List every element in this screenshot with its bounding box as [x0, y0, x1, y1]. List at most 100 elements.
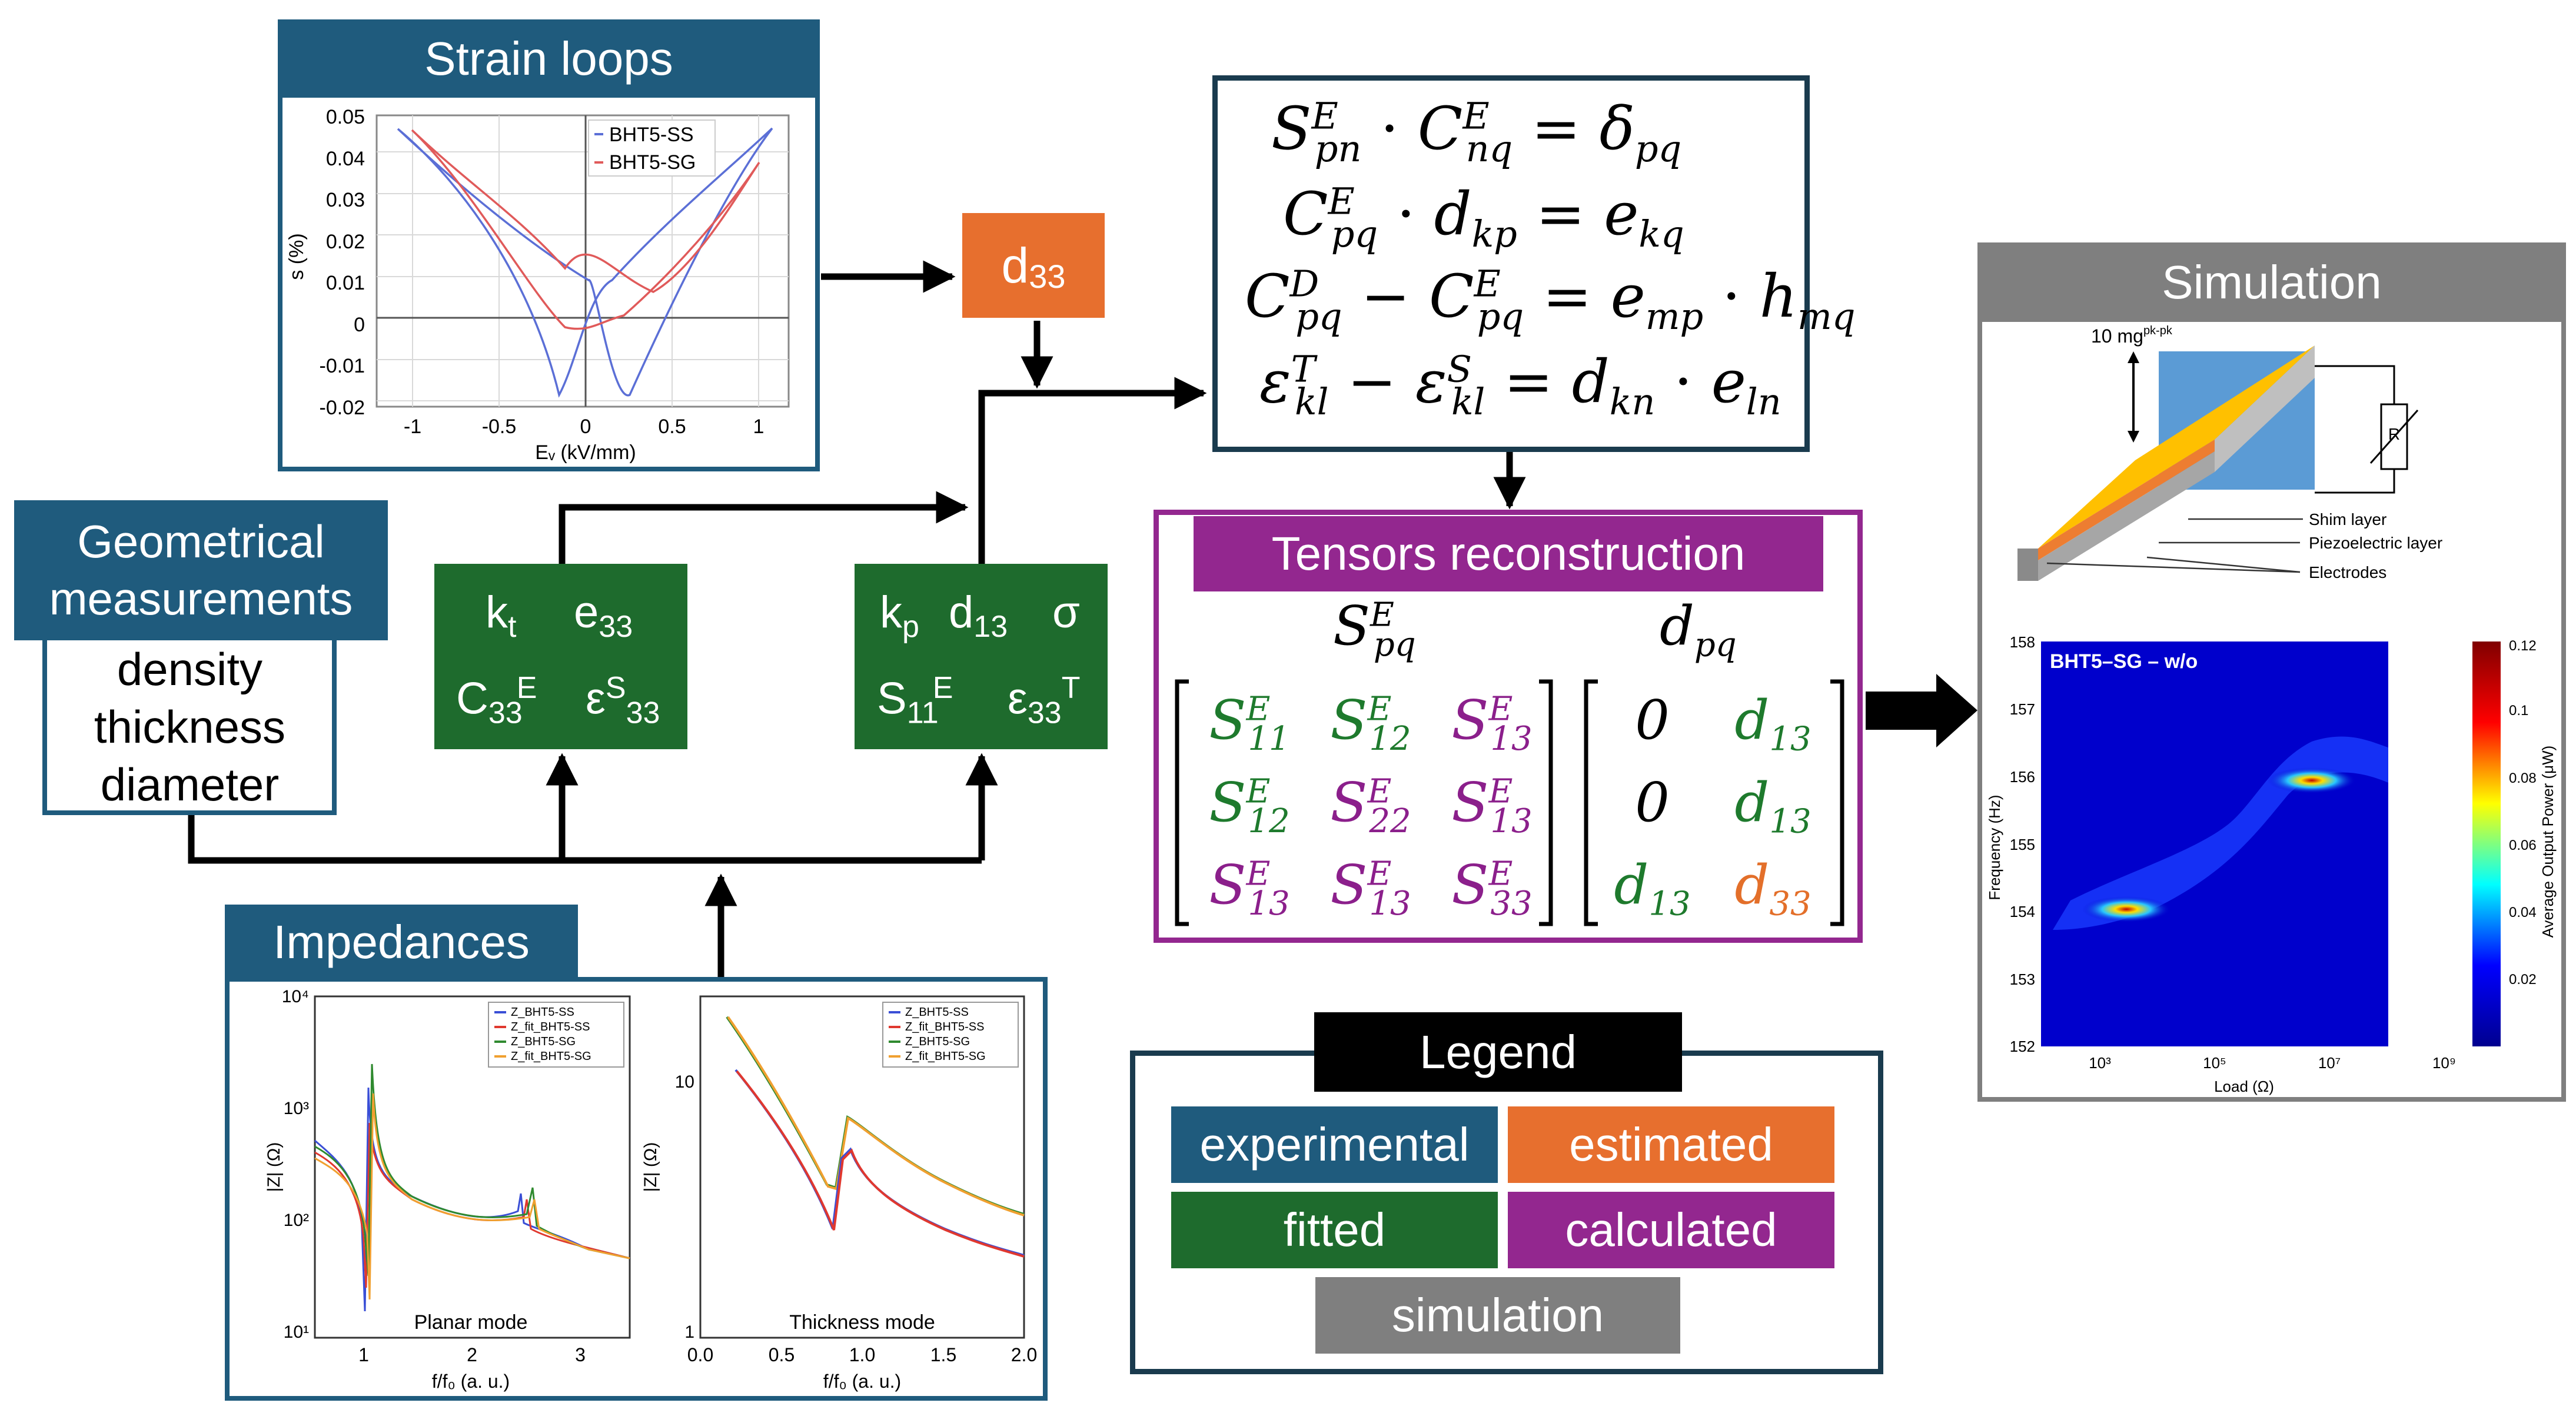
s-matrix-cell-1-1: SE22 — [1330, 771, 1411, 841]
legend-simulation: simulation — [1315, 1277, 1680, 1354]
d13-label: d13 — [949, 587, 1008, 644]
equations-box — [1212, 75, 1810, 452]
eps33t-label: ε33T — [1008, 671, 1081, 730]
fitted-box-1 — [434, 564, 687, 749]
cbar-tick: 0.02 — [2509, 972, 2537, 988]
planar-xtick: 2 — [467, 1344, 477, 1365]
beam-layer — [2038, 440, 2215, 560]
heatmap-ytick: 154 — [2010, 903, 2035, 920]
equation-2: CEpq · dkp = ekq — [1283, 180, 1684, 255]
planar-ytick: 10³ — [284, 1099, 309, 1118]
thickness-xtick: 1.0 — [849, 1344, 875, 1365]
thickness-xtick: 0.0 — [687, 1344, 713, 1365]
s-matrix-cell-2-2: SE33 — [1451, 853, 1533, 923]
arrow-to-simulation — [1866, 674, 1977, 747]
planar-ytick: 10¹ — [284, 1322, 309, 1342]
planar-xtick: 1 — [358, 1344, 369, 1365]
thickness-legend: Z_fit_BHT5-SG — [905, 1050, 986, 1063]
planar-xlabel: f/f₀ (a. u.) — [432, 1371, 510, 1392]
ytick: -0.01 — [320, 355, 365, 377]
matrix-brackets — [1175, 679, 1844, 926]
heatmap-xlabel: Load (Ω) — [2214, 1078, 2274, 1095]
planar-xtick: 3 — [575, 1344, 586, 1365]
tensors-title: Tensors reconstruction — [1194, 516, 1823, 591]
equation-4: εTkl − εSkl = dkn · eln — [1259, 347, 1781, 423]
xtick: -0.5 — [482, 416, 517, 438]
s-matrix-cell-0-1: SE12 — [1330, 689, 1411, 759]
strain-curve-ss — [397, 127, 773, 398]
kp-label: kp — [880, 587, 919, 644]
heatmap-ytick: 152 — [2010, 1038, 2035, 1055]
xtick: 0 — [580, 416, 591, 438]
impedance-planar-chart: 10⁴ 10³ 10² 10¹ 1 2 3 Planar mode f/f₀ (… — [264, 987, 631, 1392]
thickness-fit-sg — [727, 1016, 1025, 1216]
geometry-item-diameter: diameter — [100, 759, 280, 810]
heatmap-ytick: 158 — [2010, 633, 2035, 651]
equation-3: CDpq − CEpq = emp · hmq — [1245, 262, 1856, 338]
thickness-xtick: 1.5 — [930, 1344, 956, 1365]
e33-label: e33 — [574, 587, 633, 644]
d-matrix-cell-0-1: d13 — [1734, 689, 1811, 759]
planar-legend: Z_fit_BHT5-SG — [511, 1050, 591, 1063]
piezo-layer-label: Piezoelectric layer — [2309, 534, 2442, 552]
heatmap-ylabel: Frequency (Hz) — [1986, 795, 2003, 900]
d-tensor-label: dpq — [1660, 594, 1737, 664]
planar-legend: Z_fit_BHT5-SS — [511, 1021, 590, 1033]
kt-label: kt — [486, 587, 517, 644]
hotspot-low — [2082, 896, 2171, 922]
eps33s-label: εS33 — [586, 671, 660, 730]
equation-1: SEpn · CEnq = δpq — [1271, 94, 1682, 170]
d-matrix-cell-1-0: 0 — [1635, 771, 1670, 834]
thickness-legend: Z_BHT5-SS — [905, 1006, 969, 1019]
beam-side — [2038, 451, 2215, 581]
ytick: 0 — [354, 314, 365, 336]
thickness-xtick: 2.0 — [1011, 1344, 1037, 1365]
s-matrix-cell-2-1: SE13 — [1330, 853, 1411, 923]
arrow-green1-up — [559, 491, 969, 564]
colorbar — [2472, 641, 2501, 1046]
legend-title: Legend — [1314, 1012, 1682, 1092]
legend-calculated: calculated — [1508, 1192, 1834, 1268]
d-matrix-cell-2-1: d33 — [1734, 853, 1811, 923]
cbar-label: Average Output Power (μW) — [2539, 746, 2557, 938]
heatmap-xtick: 10³ — [2089, 1054, 2111, 1072]
geometry-item-density: density — [117, 643, 263, 695]
cbar-tick: 0.12 — [2509, 638, 2537, 654]
heatmap-ytick: 155 — [2010, 836, 2035, 853]
shim-layer-label: Shim layer — [2309, 510, 2386, 528]
simulation-heatmap: BHT5–SG – w/o 158 157 156 155 154 153 15… — [1986, 633, 2557, 1095]
heatmap-ytick: 157 — [2010, 700, 2035, 718]
cbar-tick: 0.06 — [2509, 837, 2537, 853]
heatmap-xtick: 10⁹ — [2432, 1054, 2456, 1072]
s-matrix-cell-1-0: SE12 — [1209, 771, 1290, 841]
xtick: 1 — [753, 416, 765, 438]
planar-ytick: 10² — [284, 1211, 309, 1230]
ytick: 0.05 — [326, 106, 365, 128]
strain-legend-sg: BHT5-SG — [609, 151, 696, 174]
cbar-tick: 0.04 — [2509, 905, 2537, 920]
planar-fit-sg — [314, 1093, 630, 1300]
thickness-legend: Z_fit_BHT5-SS — [905, 1021, 984, 1033]
cbar-tick: 0.1 — [2509, 703, 2528, 719]
sigma-label: σ — [1052, 587, 1080, 637]
strain-curve-sg — [411, 129, 760, 330]
strain-xlabel: Eᵥ (kV/mm) — [535, 441, 636, 464]
heatmap-xtick: 10⁵ — [2203, 1054, 2226, 1072]
ytick: 0.03 — [326, 189, 365, 211]
s-matrix-cell-2-0: SE13 — [1209, 853, 1290, 923]
strain-ylabel: s (%) — [285, 233, 308, 280]
d-matrix-cell-1-1: d13 — [1734, 771, 1811, 841]
heatmap-ytick: 156 — [2010, 768, 2035, 786]
hotspot-high — [2268, 767, 2356, 793]
d-matrix-cell-2-0: d13 — [1614, 853, 1691, 923]
thickness-mode-label: Thickness mode — [789, 1311, 935, 1334]
thickness-ylabel: |Z| (Ω) — [641, 1142, 660, 1192]
simulation-device: 10 mgpk-pk R Shim layer Piezoelectric la… — [2017, 324, 2442, 581]
geometry-item-thickness: thickness — [94, 701, 286, 753]
ytick: -0.02 — [320, 397, 365, 419]
strain-title: Strain loops — [278, 19, 820, 98]
s-matrix-cell-1-2: SE13 — [1451, 771, 1533, 841]
